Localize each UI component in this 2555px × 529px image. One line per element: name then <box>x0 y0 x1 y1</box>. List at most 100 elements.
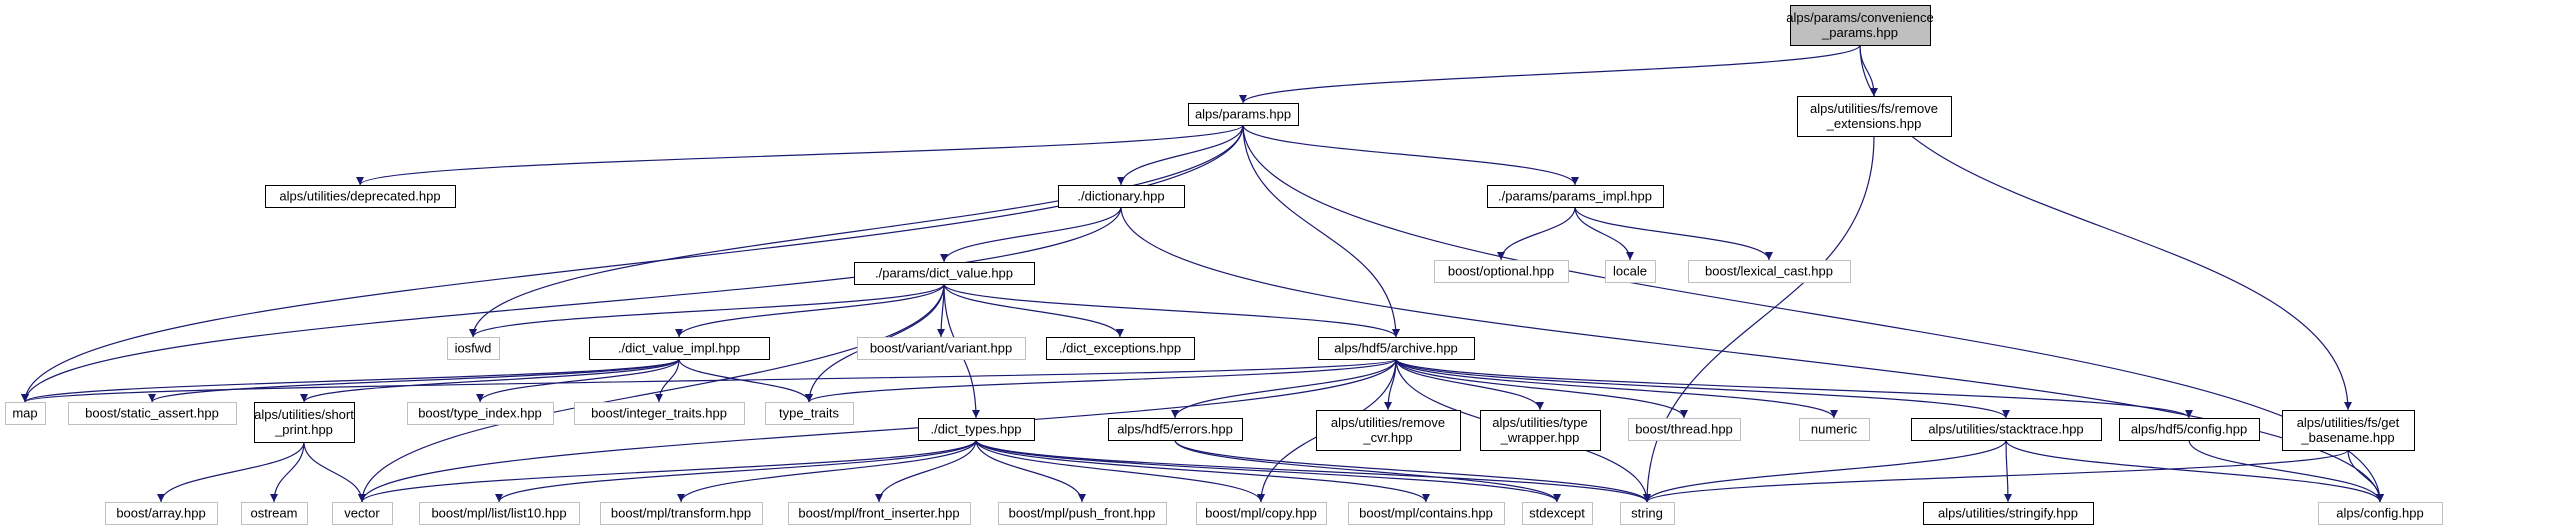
edge-hdf5_config-to-alps_config <box>2188 439 2384 503</box>
node-remove_cvr[interactable]: alps/utilities/remove_cvr.hpp <box>1316 410 1461 451</box>
node-label: ./params/params_impl.hpp <box>1498 189 1652 204</box>
edge-remove_ext-to-string <box>1643 135 1875 503</box>
node-params[interactable]: alps/params.hpp <box>1188 103 1299 126</box>
edge-archive-to-stacktrace <box>1395 358 2010 419</box>
edge-params-to-map <box>21 124 1244 403</box>
node-box <box>2119 418 2260 441</box>
node-label: ./params/dict_value.hpp <box>875 266 1013 281</box>
node-box <box>857 337 1026 360</box>
node-label: stdexcept <box>1529 506 1585 521</box>
edge-dict_value-to-archive <box>943 283 1400 338</box>
node-box <box>765 402 854 425</box>
node-box <box>1911 418 2102 441</box>
node-dict_value_impl[interactable]: ./dict_value_impl.hpp <box>589 337 770 360</box>
node-type_wrapper[interactable]: alps/utilities/type_wrapper.hpp <box>1480 410 1601 451</box>
node-type_index: boost/type_index.hpp <box>407 402 554 425</box>
edge-archive-to-map <box>21 358 1397 403</box>
node-stringify[interactable]: alps/utilities/stringify.hpp <box>1923 502 2094 525</box>
node-front_inserter: boost/mpl/front_inserter.hpp <box>788 502 971 525</box>
node-box <box>1620 502 1675 525</box>
node-box <box>1316 410 1461 451</box>
node-type_traits: type_traits <box>765 402 854 425</box>
node-box <box>1046 337 1195 360</box>
node-label: alps/hdf5/errors.hpp <box>1117 422 1233 437</box>
node-hdf5_errors[interactable]: alps/hdf5/errors.hpp <box>1108 418 1243 441</box>
edge-archive-to-vector <box>358 358 1397 503</box>
edge-params-to-deprecated <box>356 124 1244 186</box>
node-box <box>105 502 218 525</box>
edge-root-to-params <box>1239 44 1861 104</box>
node-stdexcept: stdexcept <box>1522 502 1593 525</box>
node-box <box>1605 260 1656 283</box>
node-label: alps/utilities/remove <box>1331 415 1445 430</box>
edge-hdf5_errors-to-stdexcept <box>1174 439 1561 503</box>
node-box <box>1522 502 1593 525</box>
node-label: _cvr.hpp <box>1362 430 1412 445</box>
node-label: vector <box>344 506 380 521</box>
node-label: alps/config.hpp <box>2336 506 2423 521</box>
edge-dict_value-to-dict_exceptions <box>943 283 1124 338</box>
node-label: iosfwd <box>455 341 492 356</box>
edge-params_impl-to-boost_optional <box>1497 206 1576 261</box>
node-boost_array: boost/array.hpp <box>105 502 218 525</box>
node-label: alps/utilities/stacktrace.hpp <box>1928 422 2083 437</box>
edge-params-to-iosfwd <box>469 124 1244 338</box>
edge-archive-to-hdf5_config <box>1395 358 2193 419</box>
node-label: alps/params.hpp <box>1195 107 1291 122</box>
node-box <box>1196 502 1327 525</box>
edge-stacktrace-to-stringify <box>2003 439 2012 503</box>
node-label: ./dict_exceptions.hpp <box>1059 341 1181 356</box>
node-label: boost/array.hpp <box>116 506 205 521</box>
edge-get_basename-to-alps_config <box>2347 449 2384 503</box>
node-boost_thread: boost/thread.hpp <box>1628 418 1741 441</box>
node-label: _basename.hpp <box>2300 430 2394 445</box>
node-box <box>1487 185 1664 208</box>
edge-params_impl-to-locale <box>1574 206 1634 261</box>
node-short_print[interactable]: alps/utilities/short_print.hpp <box>254 402 355 443</box>
node-integer_traits: boost/integer_traits.hpp <box>574 402 745 425</box>
node-iosfwd: iosfwd <box>447 337 500 360</box>
node-label: boost/variant/variant.hpp <box>870 341 1012 356</box>
node-vector: vector <box>332 502 393 525</box>
node-root[interactable]: alps/params/convenience_params.hpp <box>1786 5 1934 46</box>
edge-dict_types-to-mpl_copy <box>975 439 1265 503</box>
node-label: boost/mpl/contains.hpp <box>1359 506 1493 521</box>
node-box <box>600 502 763 525</box>
node-label: ./dict_types.hpp <box>930 422 1021 437</box>
edge-dictionary-to-dict_value <box>940 206 1122 263</box>
node-lexical_cast: boost/lexical_cast.hpp <box>1688 260 1851 283</box>
node-dictionary[interactable]: ./dictionary.hpp <box>1058 185 1185 208</box>
node-label: numeric <box>1811 422 1858 437</box>
node-hdf5_config[interactable]: alps/hdf5/config.hpp <box>2119 418 2260 441</box>
edge-dict_value_impl-to-short_print <box>300 358 680 403</box>
edge-root-to-remove_ext <box>1859 44 1878 97</box>
node-label: locale <box>1613 264 1647 279</box>
node-variant: boost/variant/variant.hpp <box>857 337 1026 360</box>
node-mpl_contains: boost/mpl/contains.hpp <box>1348 502 1505 525</box>
node-stacktrace[interactable]: alps/utilities/stacktrace.hpp <box>1911 418 2102 441</box>
node-archive[interactable]: alps/hdf5/archive.hpp <box>1318 337 1475 360</box>
edge-dict_value_impl-to-static_assert <box>148 358 680 403</box>
node-box <box>1434 260 1569 283</box>
node-list10: boost/mpl/list/list10.hpp <box>419 502 580 525</box>
edge-dict_value-to-dict_value_impl <box>675 283 945 338</box>
node-label: boost/mpl/push_front.hpp <box>1009 506 1156 521</box>
node-label: ostream <box>251 506 298 521</box>
node-dict_types[interactable]: ./dict_types.hpp <box>918 418 1035 441</box>
node-params_impl[interactable]: ./params/params_impl.hpp <box>1487 185 1664 208</box>
node-label: _wrapper.hpp <box>1500 430 1580 445</box>
node-label: boost/mpl/copy.hpp <box>1205 506 1317 521</box>
node-label: boost/type_index.hpp <box>418 406 542 421</box>
node-dict_value[interactable]: ./params/dict_value.hpp <box>854 262 1035 285</box>
nodes: alps/params/convenience_params.hpp alps/p… <box>5 5 2443 525</box>
edge-short_print-to-ostream <box>270 441 305 503</box>
node-dict_exceptions[interactable]: ./dict_exceptions.hpp <box>1046 337 1195 360</box>
node-remove_ext[interactable]: alps/utilities/fs/remove_extensions.hpp <box>1797 96 1952 137</box>
node-box <box>1688 260 1851 283</box>
edge-stacktrace-to-alps_config <box>2005 439 2384 503</box>
node-deprecated[interactable]: alps/utilities/deprecated.hpp <box>265 185 456 208</box>
node-label: type_traits <box>779 406 839 421</box>
edge-hdf5_errors-to-string <box>1174 439 1651 503</box>
node-get_basename[interactable]: alps/utilities/fs/get_basename.hpp <box>2282 410 2415 451</box>
